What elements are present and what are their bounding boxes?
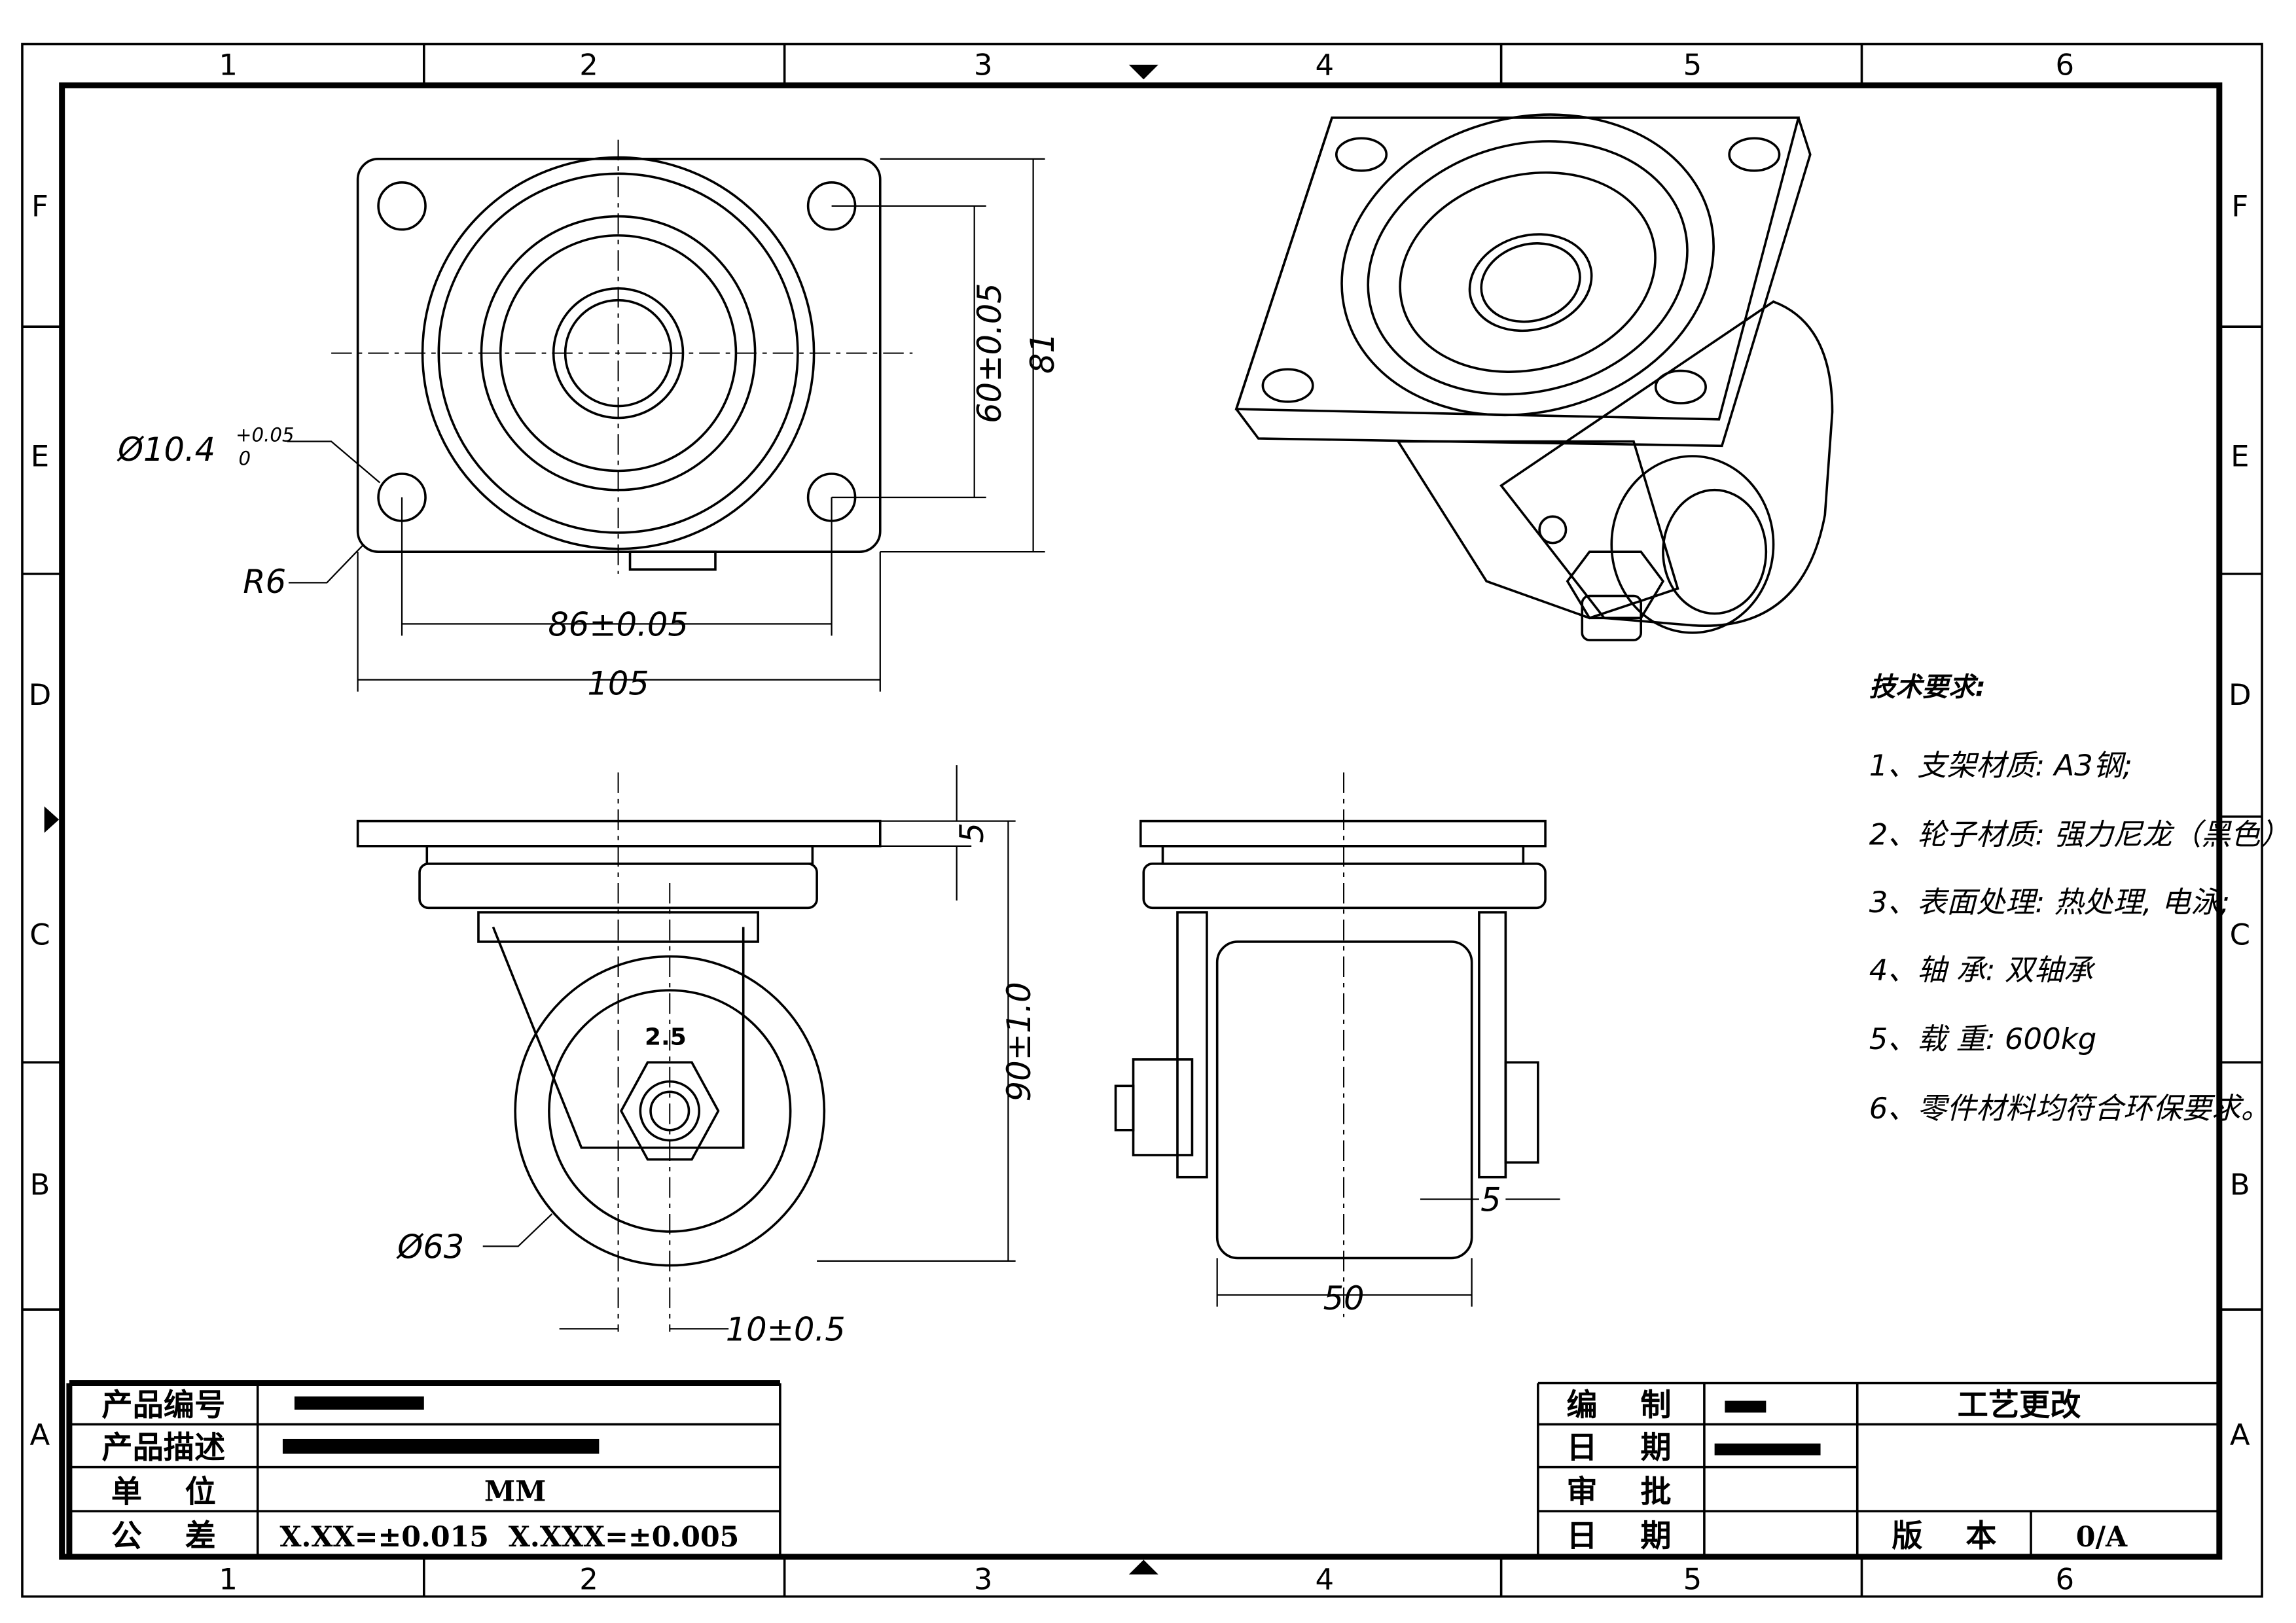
svg-text:105: 105	[587, 664, 649, 702]
svg-text:5: 5	[1683, 1561, 1702, 1596]
svg-text:A: A	[30, 1418, 50, 1452]
svg-text:MM: MM	[484, 1475, 547, 1508]
svg-text:4: 4	[1316, 48, 1335, 82]
technical-requirements: 技术要求: 1、支架材质: A3钢; 2、轮子材质: 强力尼龙（黑色） 3、表面…	[1869, 671, 2289, 1125]
svg-text:Ø10.4: Ø10.4	[117, 431, 215, 469]
svg-text:工艺更改: 工艺更改	[1958, 1387, 2082, 1423]
svg-text:版 本: 版 本	[1892, 1518, 1996, 1554]
svg-text:E: E	[31, 439, 49, 474]
svg-text:2: 2	[579, 1561, 598, 1596]
drafter-redacted	[1725, 1400, 1767, 1413]
svg-text:产品编号: 产品编号	[101, 1387, 225, 1423]
svg-text:审 批: 审 批	[1566, 1474, 1671, 1510]
svg-text:5、载 重: 600kg: 5、载 重: 600kg	[1869, 1022, 2097, 1056]
svg-text:A: A	[2230, 1418, 2250, 1452]
svg-text:D: D	[29, 677, 52, 712]
side-view: 2.5 5 90±1.0 Ø63 10±0.5	[356, 765, 1038, 1348]
svg-text:5: 5	[1480, 1181, 1501, 1219]
svg-text:1: 1	[219, 48, 238, 82]
svg-text:单 位: 单 位	[111, 1474, 216, 1510]
svg-text:公 差: 公 差	[111, 1518, 216, 1554]
svg-text:编 制: 编 制	[1566, 1387, 1671, 1423]
date-redacted	[1714, 1443, 1821, 1455]
svg-text:90±1.0: 90±1.0	[1000, 982, 1038, 1101]
svg-text:2: 2	[579, 48, 598, 82]
svg-text:5: 5	[1683, 48, 1702, 82]
svg-text:E: E	[2231, 439, 2249, 474]
front-view: 50 5	[1114, 772, 1560, 1317]
svg-text:4: 4	[1316, 1561, 1335, 1596]
svg-text:1: 1	[219, 1561, 238, 1596]
svg-text:5: 5	[953, 823, 991, 843]
svg-text:3: 3	[974, 1561, 993, 1596]
svg-text:日 期: 日 期	[1566, 1518, 1671, 1554]
svg-text:1、支架材质: A3钢;: 1、支架材质: A3钢;	[1869, 748, 2132, 783]
svg-text:6: 6	[2055, 1561, 2074, 1596]
svg-text:日 期: 日 期	[1566, 1430, 1671, 1466]
svg-text:3: 3	[974, 48, 993, 82]
svg-text:6、零件材料均符合环保要求。: 6、零件材料均符合环保要求。	[1869, 1091, 2270, 1126]
svg-text:X.XX=±0.015 X.XXX=±0.005: X.XX=±0.015 X.XXX=±0.005	[279, 1521, 739, 1554]
svg-text:2、轮子材质: 强力尼龙（黑色）: 2、轮子材质: 强力尼龙（黑色）	[1869, 817, 2289, 852]
svg-text:Ø63: Ø63	[396, 1228, 464, 1266]
top-view: 60±0.05 81 86±0.05 105 Ø10.4 +0.05 0 R6	[117, 139, 1062, 702]
svg-text:50: 50	[1323, 1279, 1365, 1317]
svg-text:3、表面处理: 热处理, 电泳;: 3、表面处理: 热处理, 电泳;	[1869, 885, 2230, 919]
product-description-redacted	[282, 1438, 600, 1454]
svg-text:0: 0	[238, 447, 251, 469]
title-block: 产品编号 产品描述 单 位 公 差 MM X.XX=±0.015 X.XXX=±…	[66, 1380, 2219, 1557]
svg-text:60±0.05: 60±0.05	[971, 283, 1009, 423]
svg-text:0/A: 0/A	[2076, 1521, 2128, 1554]
svg-text:产品描述: 产品描述	[101, 1430, 225, 1466]
wheel-marking: 2.5	[645, 1024, 687, 1050]
svg-text:+0.05: +0.05	[236, 424, 295, 446]
svg-text:F: F	[31, 189, 48, 224]
svg-text:B: B	[2230, 1168, 2250, 1202]
drawing-frame	[21, 43, 2263, 1598]
svg-text:86±0.05: 86±0.05	[548, 605, 688, 643]
svg-text:6: 6	[2055, 48, 2074, 82]
isometric-view	[1234, 113, 1834, 641]
svg-text:D: D	[2229, 677, 2251, 712]
svg-text:技术要求:: 技术要求:	[1869, 671, 1986, 702]
product-code-redacted	[294, 1396, 424, 1410]
zone-labels: 1 2 3 4 5 6 1 2 3 4 5 6 F E D C B A F E …	[29, 48, 2251, 1597]
svg-text:C: C	[29, 917, 50, 952]
svg-text:10±0.5: 10±0.5	[726, 1310, 846, 1348]
svg-text:R6: R6	[243, 563, 286, 601]
svg-text:F: F	[2231, 189, 2248, 224]
svg-text:C: C	[2230, 917, 2250, 952]
svg-text:4、轴 承: 双轴承: 4、轴 承: 双轴承	[1869, 952, 2096, 987]
svg-text:B: B	[30, 1168, 50, 1202]
svg-text:81: 81	[1024, 332, 1062, 374]
